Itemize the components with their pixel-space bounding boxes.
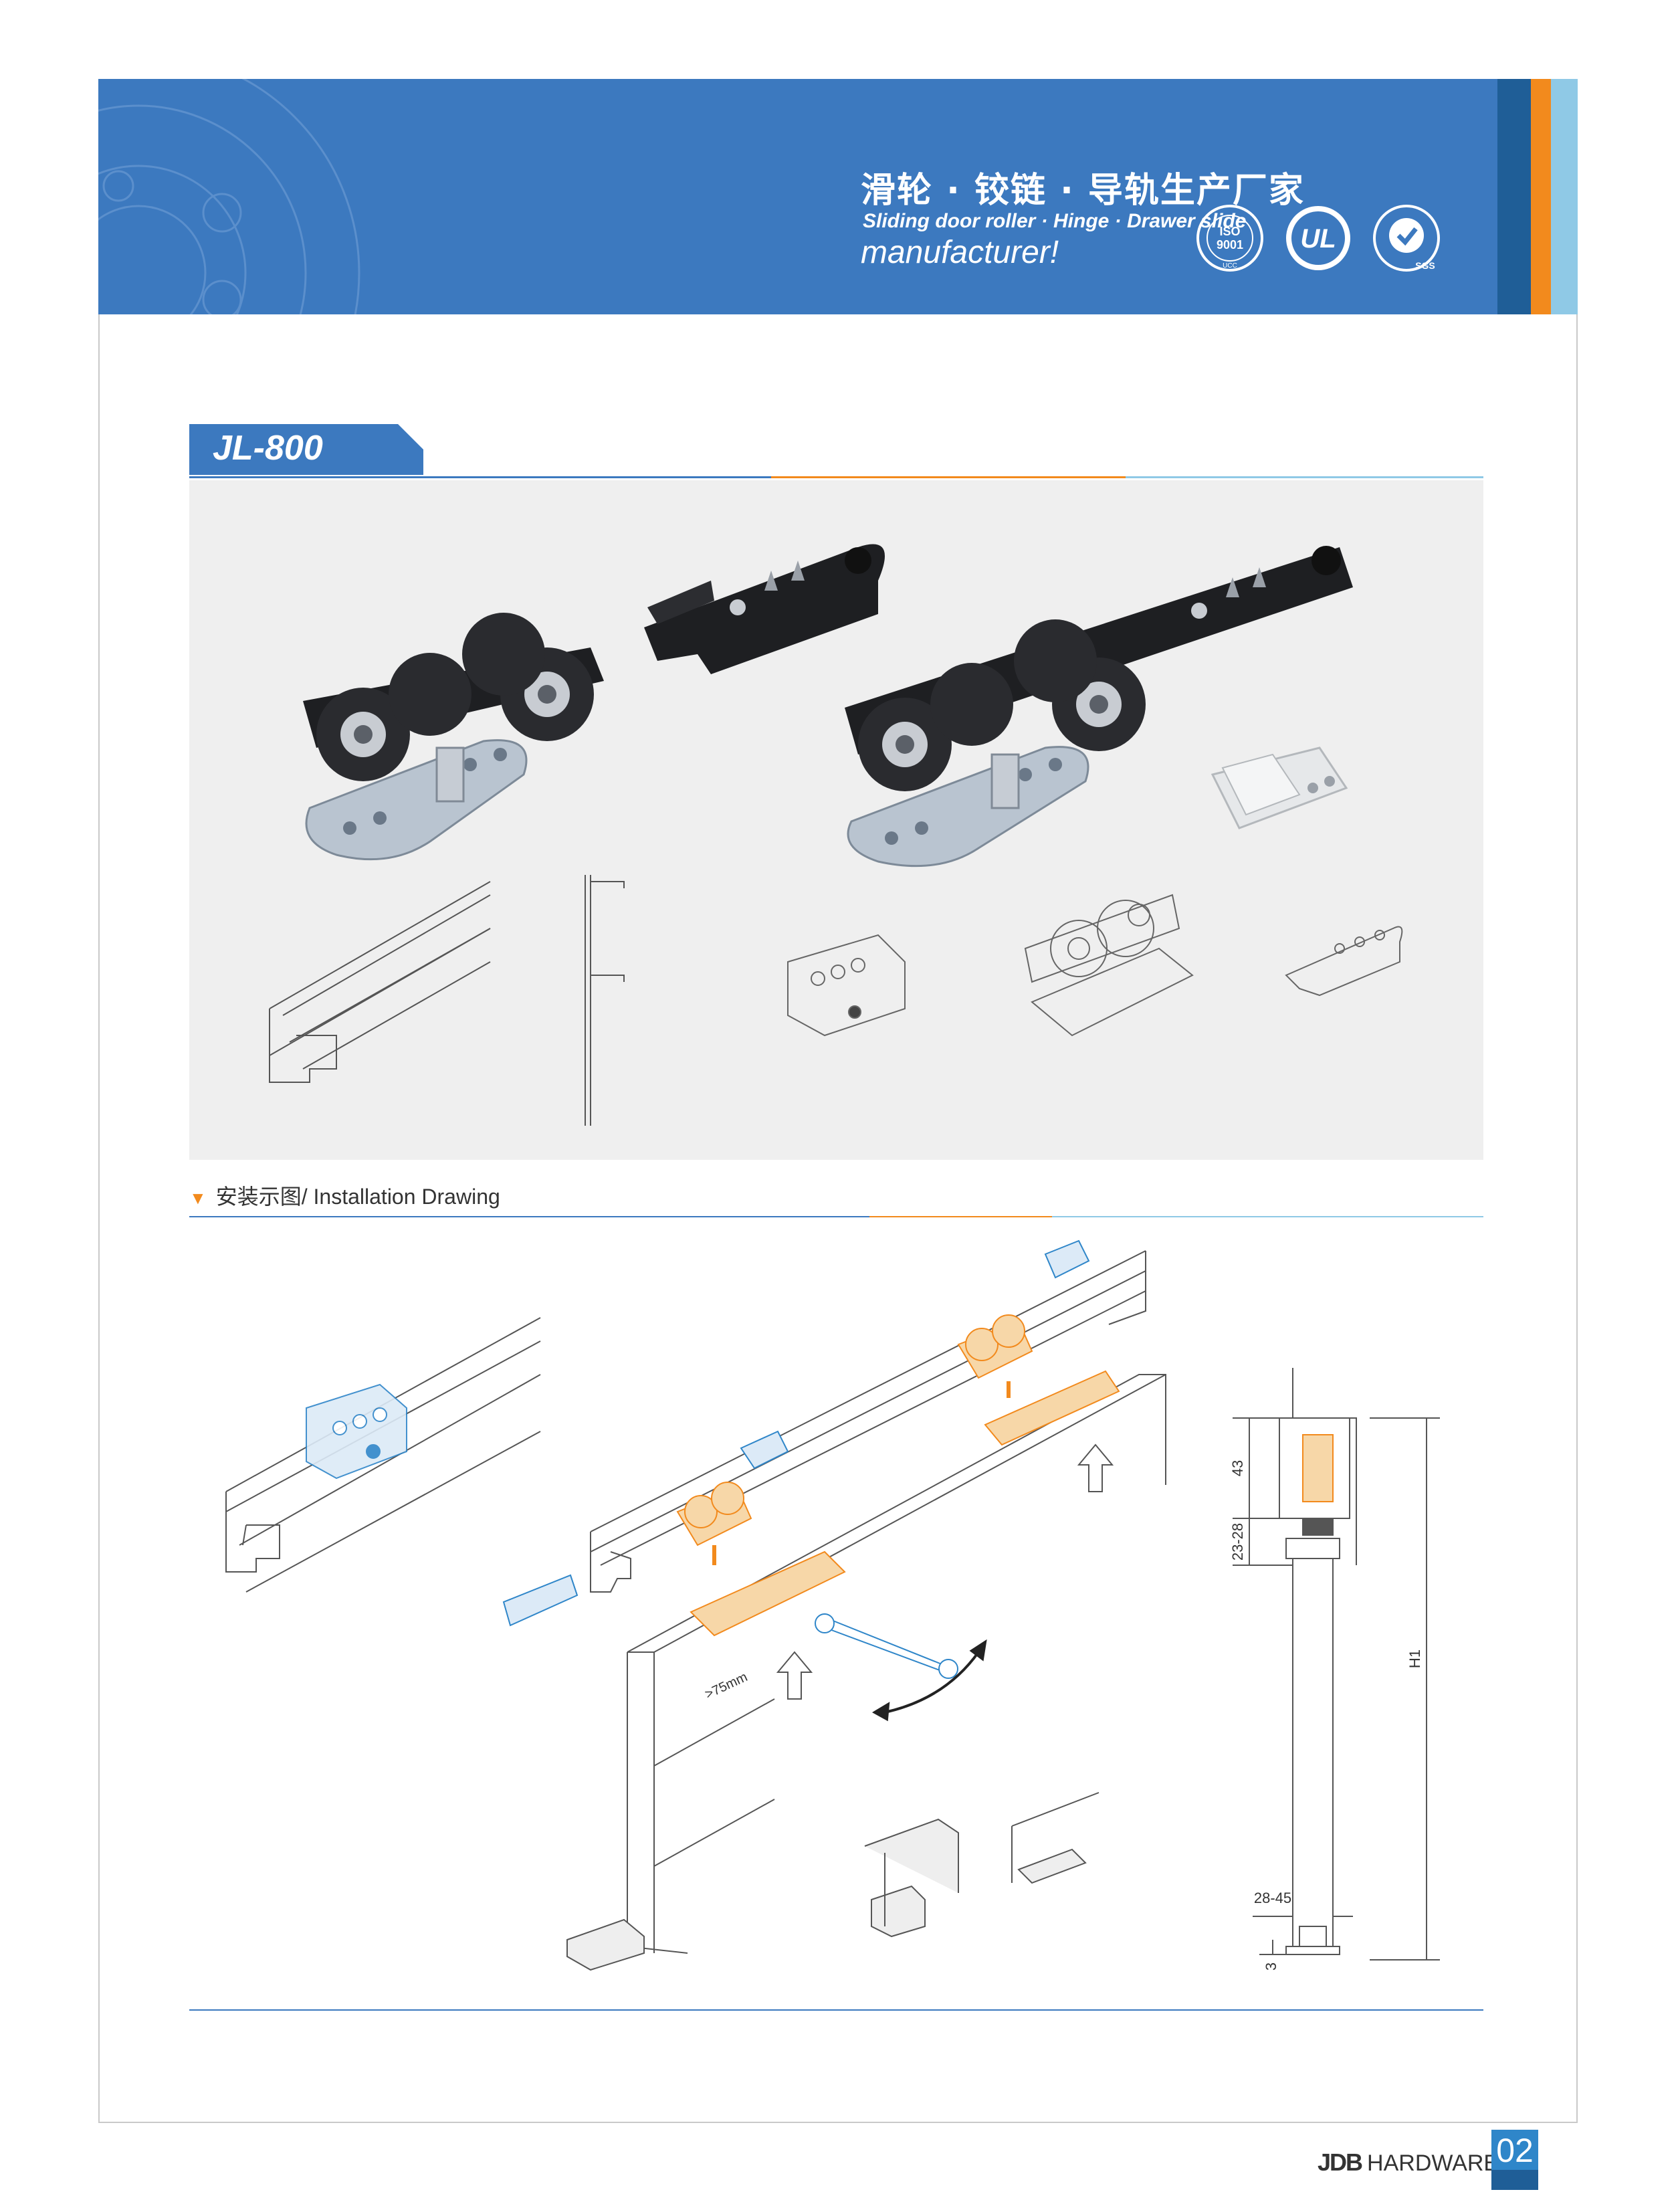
brand-word: HARDWARE (1367, 2150, 1499, 2176)
soft-close-damper-photo-1 (644, 544, 885, 674)
top-plate-highlight (690, 1370, 1120, 1637)
ul-certification-icon: UL (1286, 206, 1350, 270)
floor-guide-photo (1211, 746, 1348, 829)
dim-width-label: 28-45 (1254, 1890, 1291, 1906)
model-underline-orange (771, 476, 1126, 478)
roller-assembly-photo-1 (303, 613, 604, 861)
floor-guide-highlight (306, 1383, 407, 1480)
dim-height-label: H1 (1406, 1649, 1423, 1668)
brand-logo: JDB (1318, 2148, 1363, 2176)
main-track-drawing (590, 1250, 1146, 1593)
installation-underline-lightblue (1052, 1216, 1483, 1217)
floor-guide-sketch (787, 934, 906, 1037)
dim-top-label: 43 (1229, 1460, 1246, 1476)
installation-underline-orange (869, 1216, 1052, 1217)
installation-title: ▼ 安装示图/ Installation Drawing (189, 1180, 500, 1211)
roller-assembly-photo-2 (845, 546, 1353, 868)
svg-text:SGS: SGS (1415, 260, 1435, 271)
soft-close-sketch (1285, 926, 1403, 997)
svg-text:ISO: ISO (1219, 225, 1240, 238)
header-stripe-orange (1531, 79, 1551, 314)
svg-text:UL: UL (1300, 224, 1336, 254)
header-subtitle-line2: manufacturer! (861, 235, 1059, 270)
model-number: JL-800 (213, 429, 323, 468)
model-underline-lightblue (1126, 476, 1483, 478)
roller-highlight-1 (676, 1482, 752, 1565)
header-title-cn: 滑轮 · 铰链 · 导轨生产厂家 (861, 171, 1305, 211)
svg-text:UCC: UCC (1223, 262, 1237, 270)
installation-title-cn: 安装示图 (215, 1185, 302, 1209)
header-banner: 滑轮 · 铰链 · 导轨生产厂家 Sliding door roller · H… (98, 79, 1578, 314)
product-photo-panel (189, 480, 1483, 1160)
soft-close-highlight (502, 1574, 579, 1627)
floor-guide-drawing-right (1011, 1792, 1099, 1884)
svg-text:9001: 9001 (1217, 238, 1243, 252)
header-stripe-light (1551, 79, 1578, 314)
wrench-icon (815, 1613, 958, 1679)
footer-rule (189, 2009, 1483, 2011)
floor-guide-drawing-left (566, 1918, 645, 1971)
page-number-box (1491, 2130, 1538, 2170)
product-photos (269, 544, 1403, 1126)
page-number: 02 (1496, 2132, 1534, 2169)
door-panel-drawing (627, 1374, 1166, 1954)
installation-title-en: / Installation Drawing (301, 1185, 500, 1209)
model-underline-blue (189, 476, 771, 478)
header-stripe-dark (1497, 79, 1531, 314)
page-number-bar (1491, 2170, 1538, 2190)
triangle-bullet-icon: ▼ (189, 1188, 207, 1208)
rail-profile-sketch (585, 875, 625, 1126)
dim-mid-label: 23-28 (1229, 1523, 1246, 1561)
installation-underline-blue (189, 1216, 1052, 1217)
decorative-wheel-graphic (98, 79, 360, 314)
cross-section-drawing (1233, 1368, 1440, 1960)
dim-bottom-label: 3 (1263, 1963, 1279, 1971)
installation-drawing: >75mm 43 23-28 H1 28-45 3 (225, 1239, 1440, 1971)
clearance-label: >75mm (703, 1670, 750, 1702)
model-tab-shape (189, 424, 423, 475)
header-subtitle-line1: Sliding door roller · Hinge · Drawer sli… (863, 210, 1247, 232)
rotate-arrow-icon (872, 1639, 987, 1722)
bracket-highlight (740, 1239, 1090, 1470)
roller-assembly-sketch (1024, 894, 1194, 1037)
track-profile-sketch (269, 881, 491, 1083)
floor-guide-drawing-mid (864, 1818, 959, 1938)
roller-highlight-2 (957, 1314, 1033, 1398)
iso-9001-seal-icon: ISO 9001 UCC (1196, 205, 1263, 272)
up-arrow-icon (776, 1443, 1114, 1700)
sgs-certification-icon: SGS (1373, 205, 1440, 272)
